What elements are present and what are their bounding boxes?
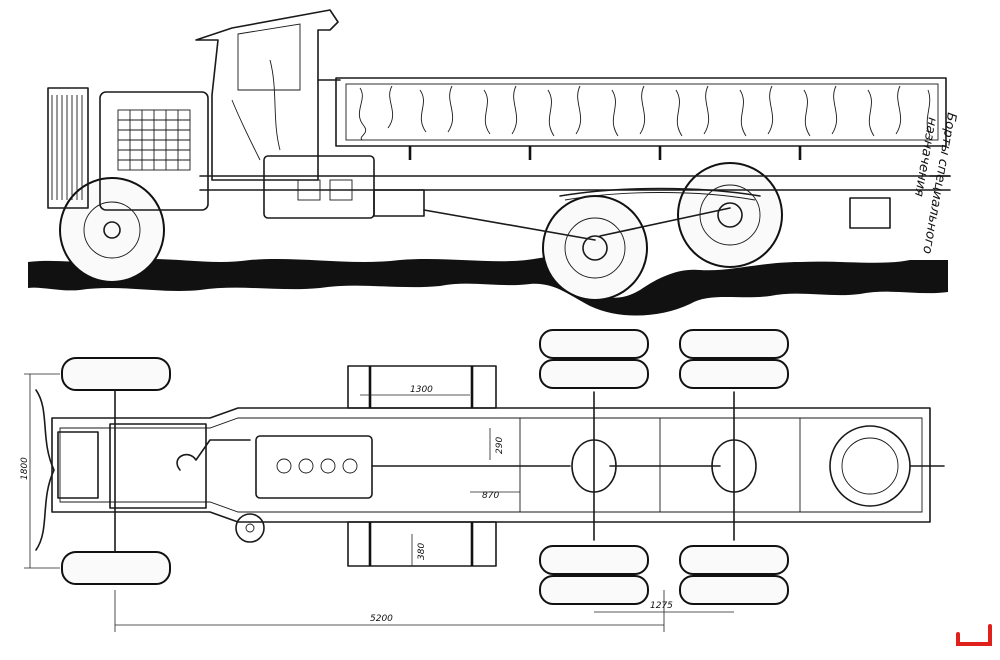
radiator xyxy=(47,87,89,209)
rear-wheel-front xyxy=(542,195,648,301)
dim-wheelbase-total: 5200 xyxy=(370,614,393,624)
fuel-tank-upper xyxy=(347,365,497,409)
dim-track-width: 1800 xyxy=(20,457,30,480)
dim-tank-height: 380 xyxy=(417,543,427,560)
fuel-tank-lower xyxy=(347,521,497,567)
plan-view: 1800 5200 1275 1300 380 290 870 xyxy=(20,329,945,632)
gearbox xyxy=(263,155,375,219)
cab xyxy=(195,9,339,181)
gearbox-plan xyxy=(255,435,373,499)
dim-frame-width-a: 290 xyxy=(495,437,505,454)
engine-plan xyxy=(109,423,207,509)
chassis-frame xyxy=(51,407,931,523)
cargo-body xyxy=(335,77,947,147)
ground-surface xyxy=(28,257,948,316)
dim-frame-width-b: 870 xyxy=(482,491,499,501)
steering-wheel xyxy=(235,513,265,543)
rear-wheel-tr1 xyxy=(679,329,789,359)
front-left-wheel xyxy=(61,357,171,391)
special-sides-note: Борты специального назначения xyxy=(911,111,959,255)
rear-wheel-rear xyxy=(677,162,783,268)
engine-block xyxy=(99,91,209,211)
side-view: Борты специального назначения xyxy=(28,9,959,316)
red-hook-mark xyxy=(956,624,992,646)
rear-wheel-tl1 xyxy=(539,329,649,359)
dim-tank-length: 1300 xyxy=(410,385,433,395)
front-right-wheel xyxy=(61,551,171,585)
propeller-shaft xyxy=(423,209,596,241)
steering-arm xyxy=(35,389,55,551)
dim-rear-axle-spacing: 1275 xyxy=(650,601,673,611)
front-wheel xyxy=(59,177,165,283)
rear-wheel-bl1 xyxy=(539,545,649,575)
rear-spring xyxy=(559,187,761,197)
rear-wheel-br1 xyxy=(679,545,789,575)
